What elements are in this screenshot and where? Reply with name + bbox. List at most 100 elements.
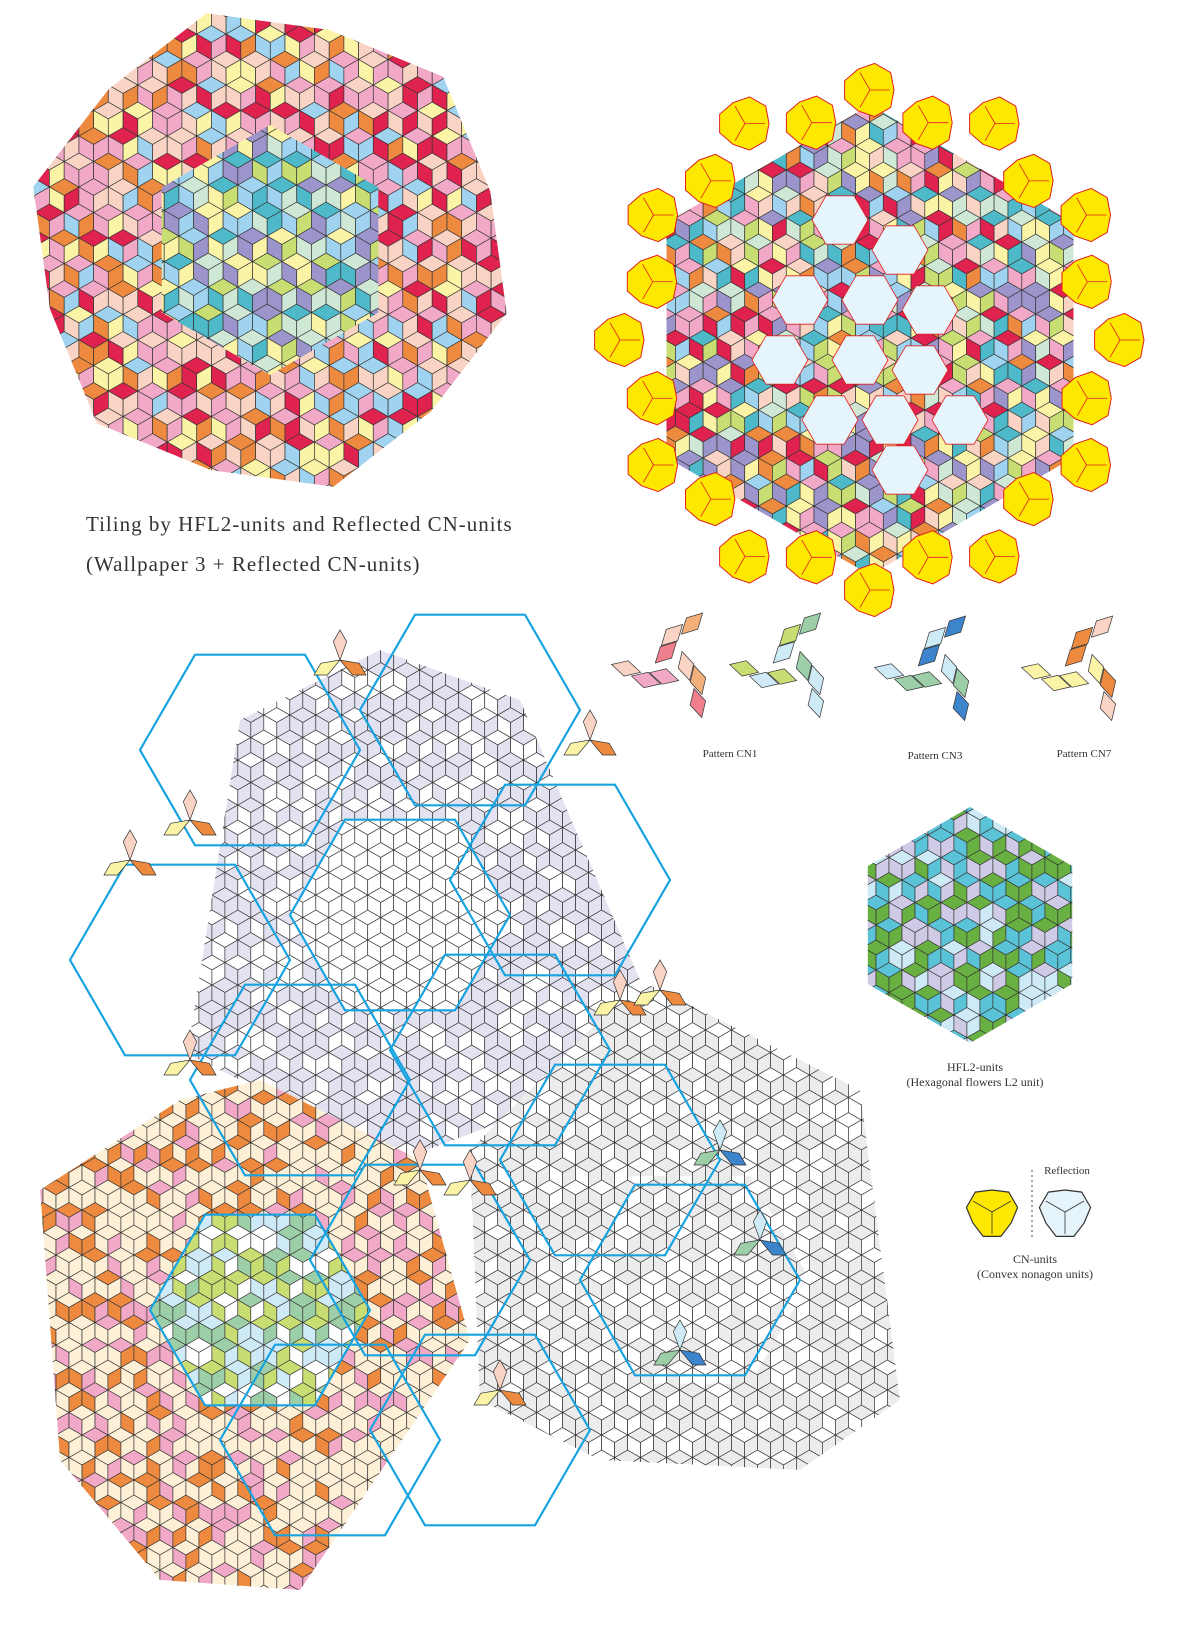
reflected-tl-rhombus [1160, 434, 1174, 458]
lav-rhombus [134, 663, 160, 678]
lav-rhombus [108, 738, 121, 761]
reflected-tl-rhombus [634, 146, 648, 170]
wallpaper-tl-rhombus [550, 111, 565, 137]
lav-rhombus [783, 798, 809, 813]
cn-unit-divider [609, 339, 621, 358]
lav-rhombus [758, 715, 771, 738]
wallpaper-core-rhombus [105, 58, 120, 84]
wallpaper-tl-rhombus [5, 391, 20, 417]
lav-rhombus [180, 691, 187, 716]
reflected-cn-unit [871, 225, 929, 275]
lav-rhombus [17, 738, 30, 761]
reflected-tl-rhombus [1147, 546, 1175, 562]
lav-rhombus [263, 669, 278, 694]
reflected-tl-rhombus [606, 570, 634, 586]
lav-rhombus [95, 738, 108, 761]
wallpaper-tl-rhombus [535, 102, 564, 119]
lav-rhombus [874, 775, 900, 790]
wallpaper-tl-rhombus [34, 109, 50, 137]
cn-unit-divider [734, 556, 746, 575]
wallpaper-tl-rhombus [152, 13, 168, 35]
lav-rhombus [251, 625, 264, 648]
wallpaper-tl-rhombus [270, 0, 285, 9]
wallpaper-tl-rhombus [344, 0, 359, 9]
lav-rhombus [706, 708, 732, 723]
reflected-tl-rhombus [771, 105, 801, 107]
reflected-tl-rhombus [1048, 569, 1074, 575]
wallpaper-tl-rhombus [63, 13, 80, 35]
reflected-tl-rhombus [1119, 498, 1147, 514]
reflected-tl-rhombus [1063, 578, 1077, 602]
reflected-tl-rhombus [1133, 74, 1147, 98]
wallpaper-tl-rhombus [137, 33, 153, 61]
lav-rhombus [180, 729, 200, 746]
lav-rhombus [732, 708, 758, 723]
wallpaper-tl-rhombus [550, 434, 580, 451]
wallpaper-tl-rhombus [521, 111, 536, 137]
reflected-tl-rhombus [1147, 402, 1175, 418]
lav-rhombus [848, 685, 874, 700]
lav-rhombus [667, 895, 680, 918]
wallpaper-tl-rhombus [167, 0, 182, 9]
wallpaper-tl-rhombus [476, 13, 492, 35]
lav-rhombus [861, 738, 874, 761]
wallpaper-tl-rhombus [0, 204, 5, 221]
lav-rhombus [69, 873, 82, 896]
reflected-tl-rhombus [592, 50, 606, 74]
reflected-tl-rhombus [1133, 458, 1147, 482]
lav-rhombus [446, 625, 459, 648]
lav-rhombus [667, 828, 680, 851]
lav-rhombus [30, 618, 56, 633]
wallpaper-tl-rhombus [357, 13, 389, 18]
lav-rhombus [56, 663, 82, 678]
lav-rhombus [56, 625, 69, 648]
lav-rhombus [758, 850, 771, 873]
wallpaper-tl-rhombus [535, 340, 550, 366]
wallpaper-tl-rhombus [240, 13, 271, 18]
lav-rhombus [224, 736, 239, 761]
lav-rhombus [69, 625, 82, 648]
wallpaper-tl-rhombus [254, 484, 286, 487]
reflected-tl-rhombus [772, 121, 787, 147]
reflected-tl-rhombus [675, 529, 690, 555]
lav-rhombus [198, 691, 213, 716]
reflected-tl-rhombus [1105, 570, 1133, 586]
reflected-tl-rhombus [1147, 386, 1161, 410]
reflected-tl-rhombus [592, 482, 606, 506]
wallpaper-tl-rhombus [550, 0, 565, 9]
lav-rhombus [419, 650, 434, 671]
lav-rhombus [758, 798, 784, 813]
lav-rhombus [522, 662, 551, 678]
wallpaper-tl-rhombus [535, 366, 550, 392]
wallpaper-tl-rhombus [417, 466, 433, 487]
wallpaper-tl-rhombus [521, 391, 536, 417]
lav-rhombus [589, 603, 602, 626]
lav-rhombus [745, 685, 771, 700]
lav-rhombus [497, 669, 511, 694]
lav-rhombus [4, 933, 30, 948]
lav-rhombus [238, 603, 251, 626]
lav-rhombus [822, 850, 835, 873]
lav-rhombus [180, 759, 187, 784]
reflected-tl-rhombus [592, 498, 620, 514]
lav-rhombus [56, 843, 82, 858]
reflected-tl-rhombus [1133, 138, 1161, 154]
lav-rhombus [822, 670, 835, 693]
lav-rhombus [121, 910, 147, 925]
reflected-tl-rhombus [634, 90, 662, 106]
wallpaper-tl-rhombus [402, 13, 418, 35]
reflected-tl-rhombus [606, 474, 634, 490]
reflected-tl-rhombus [1133, 194, 1147, 218]
reflected-tl-rhombus [1105, 426, 1133, 442]
reflected-tl-rhombus [1021, 105, 1037, 123]
reflected-tl-rhombus [1077, 146, 1091, 170]
reflected-tl-rhombus [1021, 105, 1051, 107]
wallpaper-tl-rhombus [535, 442, 550, 468]
lav-rhombus [108, 895, 121, 918]
wallpaper-tl-rhombus [49, 339, 65, 367]
lav-rhombus [30, 693, 43, 716]
reflected-tl-rhombus [620, 546, 648, 562]
lav-rhombus [783, 738, 796, 761]
reflected-tl-rhombus [1119, 578, 1133, 602]
wallpaper-tl-rhombus [78, 466, 94, 487]
